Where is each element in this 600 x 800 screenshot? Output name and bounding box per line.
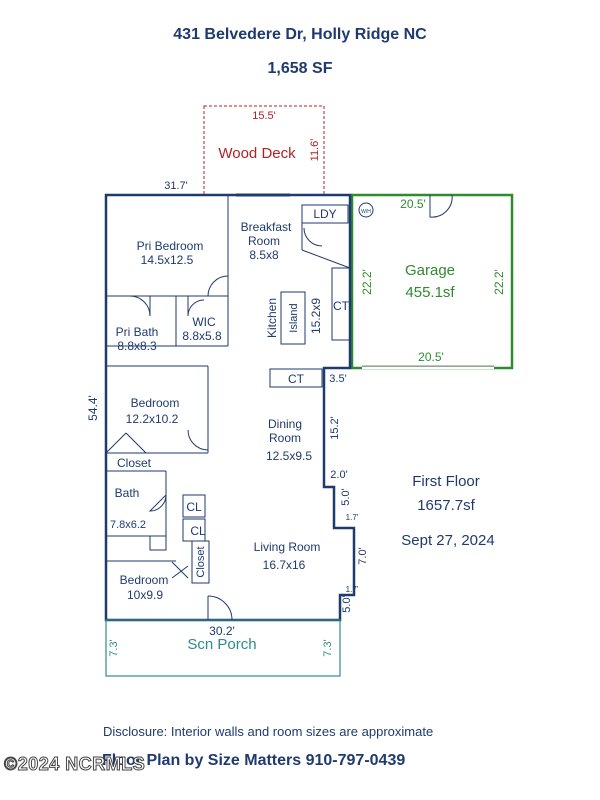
living-room-size: 16.7x16 [263, 558, 306, 572]
breakfast-label: Breakfast [241, 220, 292, 234]
ct-label-2: CT [288, 372, 305, 386]
garage-left-dim: 22.2' [360, 269, 374, 295]
pri-bath-size: 8.8x8.3 [117, 339, 157, 353]
garage-bottom-dim: 20.5' [418, 350, 444, 364]
floor-sf-label: 1657.7sf [417, 497, 475, 514]
bedroom-label: Bedroom [131, 396, 180, 410]
first-floor-label: First Floor [412, 473, 480, 490]
pri-bedroom-size: 14.5x12.5 [141, 253, 194, 267]
closet-label: Closet [117, 456, 152, 470]
dining-size: 12.5x9.5 [266, 449, 312, 463]
kitchen-label: Kitchen [265, 298, 279, 338]
breakfast-room-label: Room [248, 234, 280, 248]
deck-width-dim: 15.5' [252, 110, 276, 122]
wic-size: 8.8x5.8 [182, 329, 222, 343]
area-title: 1,658 SF [267, 60, 333, 77]
cl-label-2: CL [190, 524, 206, 538]
scn-porch-label: Scn Porch [187, 636, 256, 653]
deck-height-dim: 11.6' [309, 139, 321, 162]
bedroom-size: 12.2x10.2 [126, 412, 179, 426]
garage-right-dim: 22.2' [492, 269, 506, 295]
left-dim: 54.4' [86, 395, 100, 421]
dining-room-label: Room [269, 431, 301, 445]
bedroom2-label: Bedroom [120, 573, 169, 587]
porch-right-dim: 7.3' [322, 639, 334, 656]
closet-vertical-label: Closet [195, 546, 207, 577]
dim-5-0b: 5.0' [341, 595, 353, 612]
ldy-label: LDY [313, 207, 336, 221]
breakfast-size: 8.5x8 [249, 248, 279, 262]
pri-bath-label: Pri Bath [116, 325, 159, 339]
top-dim: 31.7' [164, 180, 188, 192]
garage-label: Garage [405, 262, 455, 279]
wood-deck-label: Wood Deck [218, 145, 296, 162]
ct-label-1: CT [333, 299, 350, 313]
pri-bedroom-label: Pri Bedroom [137, 239, 204, 253]
bath-size: 7.8x6.2 [110, 519, 146, 531]
dining-label: Dining [268, 417, 302, 431]
dim-7-0: 7.0' [357, 547, 369, 564]
credit-text: Floor Plan by Size Matters 910-797-0439 [102, 752, 406, 769]
living-room-label: Living Room [254, 540, 321, 554]
porch-left-dim: 7.3' [108, 639, 120, 656]
garage-outline [350, 193, 514, 370]
island-label: Island [288, 303, 300, 332]
watermark: ©2024 NCRMLS [3, 754, 146, 775]
address-title: 431 Belvedere Dr, Holly Ridge NC [173, 26, 427, 43]
interior-walls [106, 195, 351, 584]
water-heater-icon [358, 202, 374, 218]
dim-5-0a: 5.0' [340, 488, 352, 505]
garage-sf: 455.1sf [405, 284, 455, 301]
dim-3-5: 3.5' [329, 373, 346, 385]
disclosure-text: Disclosure: Interior walls and room size… [103, 724, 434, 739]
kitchen-size: 15.2x9 [309, 298, 323, 334]
dim-1-7b: 1.7' [346, 585, 359, 594]
wic-label: WIC [192, 315, 216, 329]
door-swings [105, 194, 453, 621]
bottom-dim: 30.2' [209, 624, 235, 638]
wood-deck-outline [203, 105, 325, 196]
date-label: Sept 27, 2024 [401, 532, 494, 549]
bath-label: Bath [115, 486, 140, 500]
dim-15-2: 15.2' [329, 416, 341, 440]
dim-1-7a: 1.7' [346, 513, 359, 522]
wh-label: W/H [361, 209, 371, 215]
screen-porch-outline [105, 619, 341, 677]
dim-2-0: 2.0' [330, 469, 347, 481]
garage-top-dim: 20.5' [400, 197, 426, 211]
bedroom2-size: 10x9.9 [127, 588, 163, 602]
cl-label-1: CL [186, 500, 202, 514]
